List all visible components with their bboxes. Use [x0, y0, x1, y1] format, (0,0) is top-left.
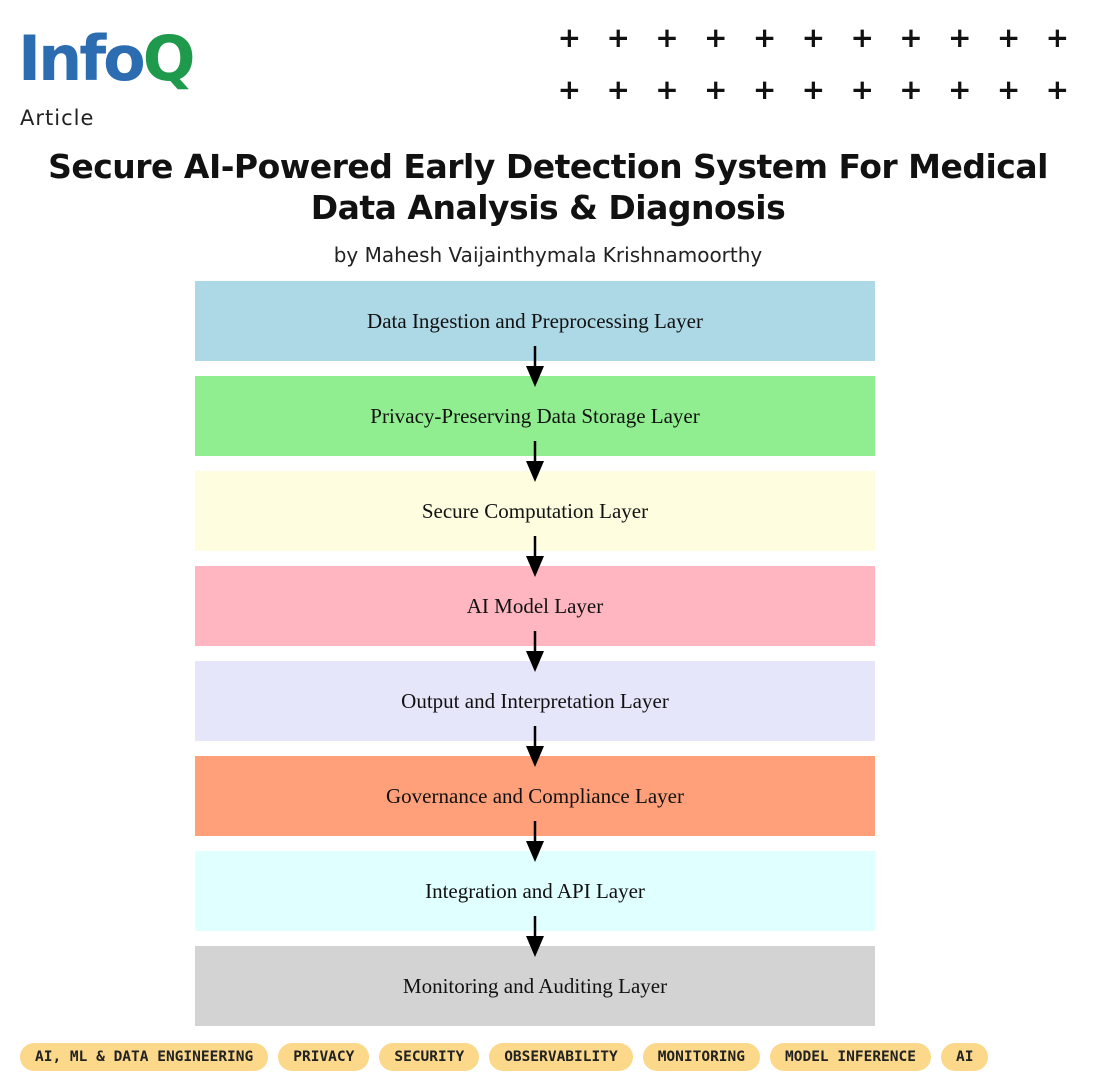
plus-icon: + — [801, 21, 826, 54]
logo-info-text: Info — [18, 22, 146, 95]
arrow-down-icon — [526, 441, 544, 482]
plus-icon: + — [1045, 21, 1070, 54]
topic-tag[interactable]: AI — [940, 1043, 989, 1071]
tag-list: AI, ML & DATA ENGINEERING PRIVACY SECURITY… — [20, 1043, 989, 1071]
arrow-down-icon — [526, 821, 544, 862]
plus-icon: + — [801, 73, 826, 106]
topic-tag[interactable]: AI, ML & DATA ENGINEERING — [20, 1043, 269, 1071]
plus-icon: + — [557, 21, 582, 54]
plus-icon: + — [996, 21, 1021, 54]
plus-icon: + — [948, 21, 972, 54]
flow-arrow — [195, 916, 875, 957]
flow-arrow — [195, 821, 875, 862]
plus-icon: + — [752, 21, 777, 54]
layer-label: Privacy-Preserving Data Storage Layer — [370, 403, 700, 428]
plus-icon: + — [655, 73, 679, 106]
plus-icon: + — [1045, 73, 1070, 106]
layer-label: Secure Computation Layer — [421, 498, 649, 523]
infoq-logo[interactable]: InfoQ — [18, 28, 195, 90]
arrow-down-icon — [526, 631, 544, 672]
layer-label: Integration and API Layer — [425, 878, 645, 903]
flow-arrow — [195, 536, 875, 577]
plus-icon: + — [557, 73, 582, 106]
layer-label: AI Model Layer — [466, 593, 604, 618]
layer-label: Governance and Compliance Layer — [386, 783, 684, 808]
topic-tag[interactable]: OBSERVABILITY — [489, 1043, 633, 1071]
plus-pattern-decoration: + + + + + + + + + + + + + + + + + + + + + + — [545, 22, 1080, 106]
plus-icon: + — [704, 21, 728, 54]
flow-arrow — [195, 631, 875, 672]
plus-icon: + — [996, 73, 1021, 106]
logo-q-text: Q — [142, 22, 196, 95]
topic-tag[interactable]: PRIVACY — [278, 1043, 370, 1071]
article-title: Secure AI-Powered Early Detection System… — [48, 147, 1048, 227]
plus-icon: + — [948, 73, 972, 106]
plus-icon: + — [850, 73, 874, 106]
arrow-down-icon — [526, 536, 544, 577]
flow-arrow — [195, 441, 875, 482]
plus-icon: + — [850, 21, 874, 54]
plus-icon: + — [606, 73, 630, 106]
arrow-down-icon — [526, 346, 544, 387]
arrow-down-icon — [526, 726, 544, 767]
article-label: Article — [20, 106, 95, 130]
flow-arrow — [195, 346, 875, 387]
topic-tag[interactable]: MONITORING — [642, 1043, 761, 1071]
layer-label: Monitoring and Auditing Layer — [402, 973, 668, 998]
plus-icon: + — [606, 21, 630, 54]
layer-box: Monitoring and Auditing Layer — [195, 946, 875, 1026]
plus-icon: + — [899, 21, 923, 54]
plus-icon: + — [752, 73, 777, 106]
layer-label: Output and Interpretation Layer — [401, 688, 669, 713]
plus-icon: + — [899, 73, 923, 106]
article-byline: by Mahesh Vaijainthymala Krishnamoorthy — [333, 243, 763, 267]
arrow-down-icon — [526, 916, 544, 957]
topic-tag[interactable]: SECURITY — [379, 1043, 480, 1071]
plus-icon: + — [704, 73, 728, 106]
flow-arrow — [195, 726, 875, 767]
topic-tag[interactable]: MODEL INFERENCE — [770, 1043, 931, 1071]
layer-label: Data Ingestion and Preprocessing Layer — [367, 308, 703, 333]
plus-icon: + — [655, 21, 679, 54]
